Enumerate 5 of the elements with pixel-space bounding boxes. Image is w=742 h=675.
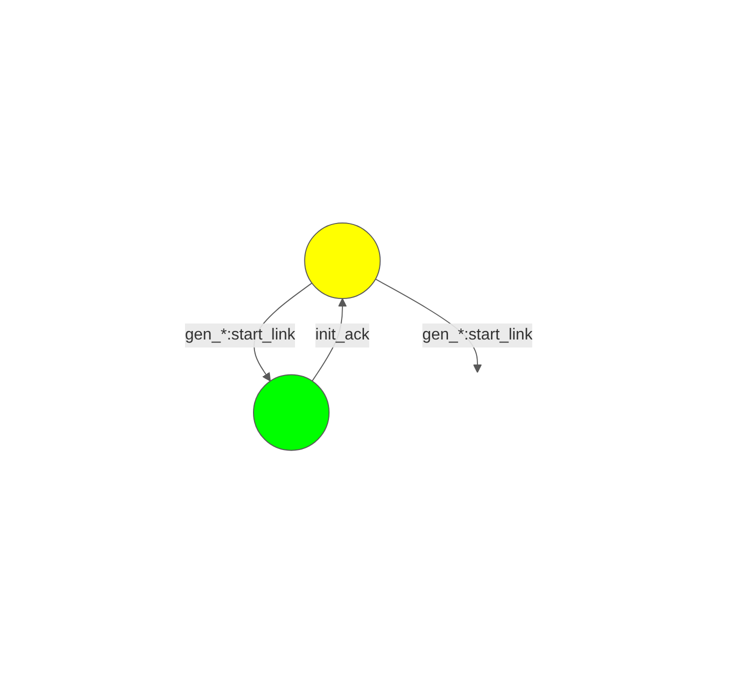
edge-label: gen_*:start_link — [422, 326, 532, 344]
node-circle — [252, 374, 330, 451]
edge-label: gen_*:start_link — [184, 326, 296, 344]
node-circle — [304, 222, 380, 299]
edge-label: init_ack — [315, 326, 370, 344]
